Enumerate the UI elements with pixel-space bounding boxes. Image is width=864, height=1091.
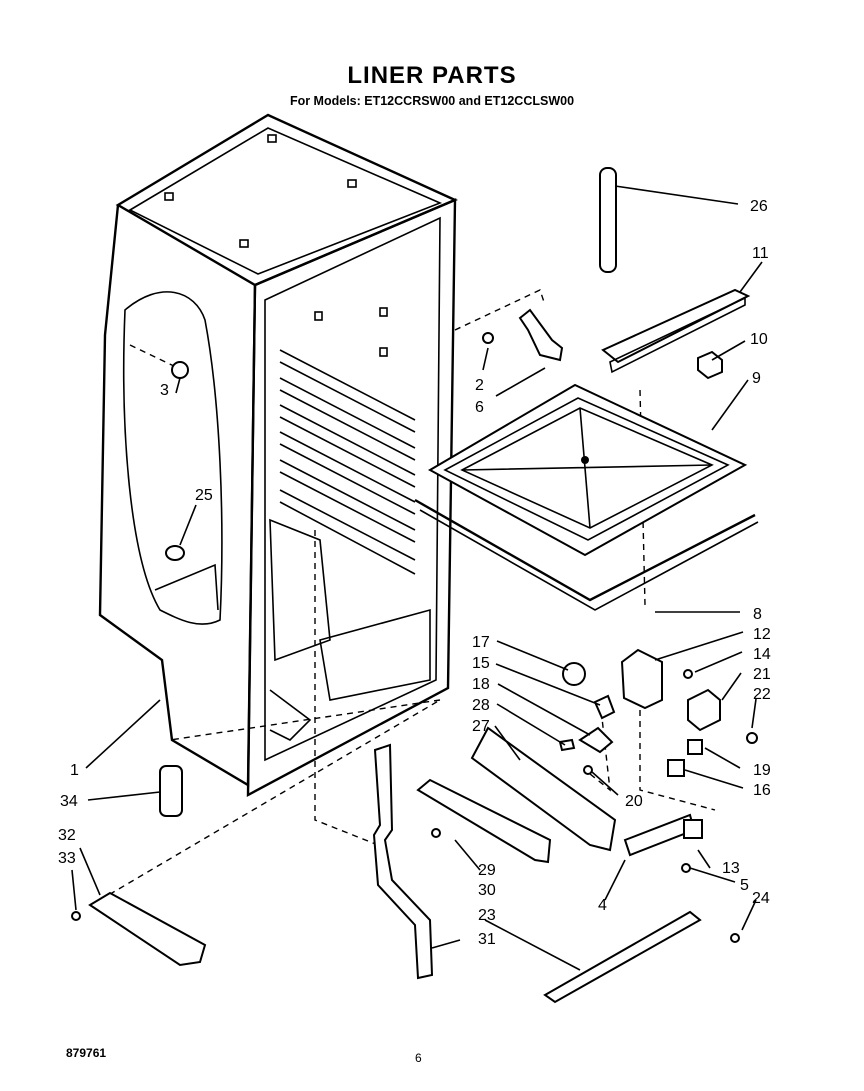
part-5-screw [681, 863, 691, 873]
liner-cabinet [98, 113, 458, 798]
callout-11: 11 [752, 245, 769, 262]
part-16-plug [667, 759, 685, 777]
callout-8: 8 [753, 606, 762, 623]
callout-17: 17 [472, 634, 490, 651]
part-27-rail [470, 726, 617, 852]
callout-20: 20 [625, 793, 643, 810]
callout-16: 16 [753, 782, 771, 799]
callout-25: 25 [195, 487, 213, 504]
part-20-screw [583, 765, 593, 775]
callout-4: 4 [598, 897, 607, 914]
callout-26: 26 [750, 198, 768, 215]
part-12-control-housing [620, 648, 663, 710]
part-2-screw [482, 332, 494, 344]
callout-3: 3 [160, 382, 169, 399]
callout-5: 5 [740, 877, 749, 894]
part-9-shelf-frame [414, 383, 759, 611]
part-24-screw [730, 933, 740, 943]
callout-27: 27 [472, 718, 490, 735]
part-17-lamp [562, 662, 586, 686]
callout-33: 33 [58, 850, 76, 867]
callout-9: 9 [752, 370, 761, 387]
callout-12: 12 [753, 626, 771, 643]
callout-29: 29 [478, 862, 496, 879]
callout-2: 2 [475, 377, 484, 394]
page-title: LINER PARTS [347, 62, 517, 89]
part-28-screw [558, 738, 576, 752]
part-22-knob [746, 732, 758, 744]
callout-18: 18 [472, 676, 490, 693]
callout-15: 15 [472, 655, 490, 672]
callout-6: 6 [475, 399, 484, 416]
callout-10: 10 [750, 331, 768, 348]
callout-32: 32 [58, 827, 76, 844]
leader-lines [71, 185, 763, 971]
callout-31: 31 [478, 931, 496, 948]
callout-28: 28 [472, 697, 490, 714]
part-29-rail [416, 778, 552, 864]
part-19-switch [687, 739, 703, 755]
callout-30: 30 [478, 882, 496, 899]
page-subtitle: For Models: ET12CCRSW00 and ET12CCLSW00 [289, 94, 575, 108]
part-31-channel [372, 743, 434, 980]
part-15-socket [593, 694, 616, 720]
part-34-leveler [159, 765, 183, 817]
callout-23: 23 [478, 907, 496, 924]
callout-14: 14 [753, 646, 771, 663]
part-21-knob-housing [687, 688, 721, 732]
callout-34: 34 [60, 793, 78, 810]
part-11-shelf-trim [601, 288, 751, 364]
part-18-bracket [578, 726, 614, 754]
part-3-grommet [171, 361, 189, 379]
document-id: 879761 [66, 1046, 107, 1060]
callout-19: 19 [753, 762, 771, 779]
part-26-tube [599, 167, 617, 273]
part-30-screw [431, 828, 441, 838]
part-6-bracket [518, 308, 564, 362]
page-number: 6 [415, 1051, 422, 1065]
callout-22: 22 [753, 686, 771, 703]
part-33-screw [71, 911, 81, 921]
callout-21: 21 [753, 666, 771, 683]
callout-24: 24 [752, 890, 770, 907]
part-32-hinge-bracket [88, 891, 207, 967]
part-25-grommet [165, 545, 185, 561]
part-23-trim [543, 910, 702, 1004]
callout-13: 13 [722, 860, 740, 877]
part-13-thermostat [683, 819, 703, 839]
callout-1: 1 [70, 762, 79, 779]
part-14-screw [683, 669, 693, 679]
